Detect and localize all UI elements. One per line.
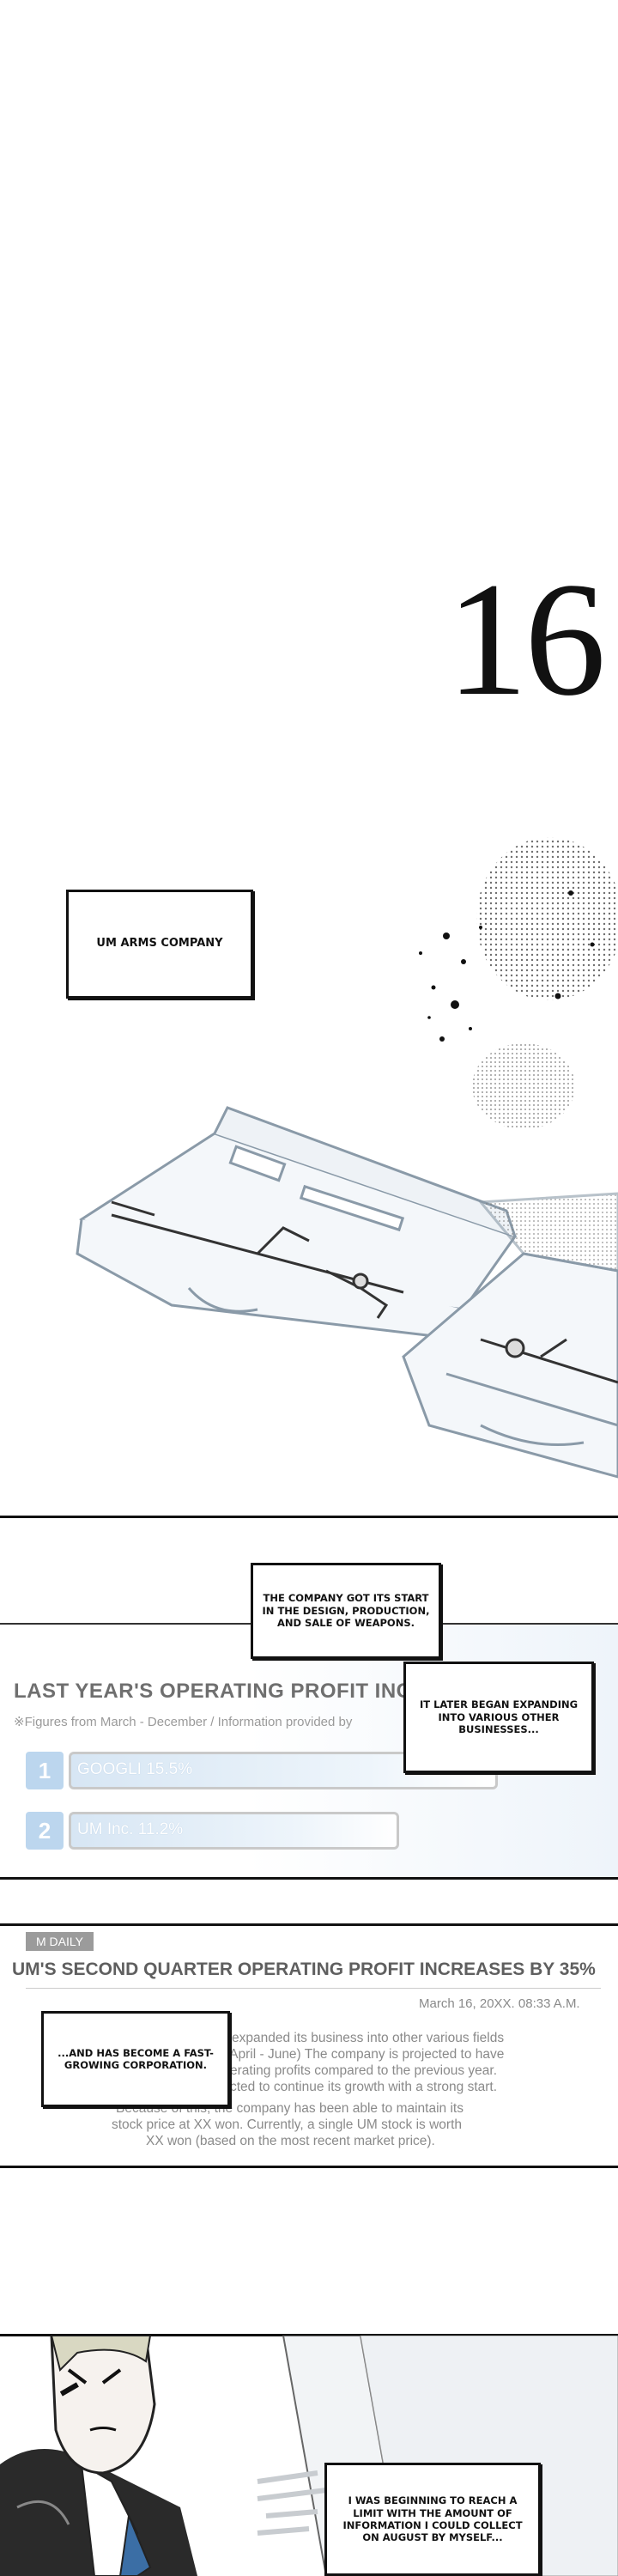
character-figure: [0, 2336, 197, 2576]
speech-caption-box: I WAS BEGINNING TO REACH A LIMIT WITH TH…: [324, 2463, 541, 2576]
rifle-case-left: [76, 1106, 518, 1341]
paper-text-lines: [257, 2470, 327, 2536]
news-body-line: stock price at XX won. Currently, a sing…: [112, 2117, 463, 2132]
report-subtitle: ※Figures from March - December / Informa…: [14, 1715, 353, 1729]
caption-box: UM ARMS COMPANY: [66, 890, 253, 999]
caption-box: THE COMPANY GOT ITS START IN THE DESIGN,…: [251, 1563, 441, 1659]
rank-number: 1: [26, 1752, 64, 1789]
panel-border: [0, 1923, 618, 1926]
news-headline: UM'S SECOND QUARTER OPERATING PROFIT INC…: [12, 1959, 596, 1979]
panel-border: [0, 1877, 618, 1880]
hair: [50, 2336, 152, 2372]
chapter-number: 16: [446, 550, 606, 730]
news-body-line: cted to continue its growth with a stron…: [230, 2080, 498, 2094]
ink-splatter: [476, 837, 618, 1000]
panel-border: [0, 2166, 618, 2168]
caption-box: IT LATER BEGAN EXPANDING INTO VARIOUS OT…: [403, 1662, 594, 1773]
news-body-line: expanded its business into other various…: [232, 2031, 505, 2045]
caption-text: IT LATER BEGAN EXPANDING INTO VARIOUS OT…: [419, 1698, 579, 1736]
caption-text: UM ARMS COMPANY: [96, 937, 223, 951]
caption-text: I WAS BEGINNING TO REACH A LIMIT WITH TH…: [342, 2494, 523, 2544]
news-date: March 16, 20XX. 08:33 A.M.: [419, 1996, 580, 2011]
ink-splatter: [472, 1043, 575, 1129]
news-divider: [26, 1988, 601, 1989]
necktie: [118, 2512, 152, 2576]
rifle-case-right: [402, 1192, 618, 1479]
rank-number: 2: [26, 1812, 64, 1850]
rank-bar: [69, 1812, 399, 1850]
rank-label: UM Inc. 11.2%: [77, 1820, 184, 1838]
news-source-badge: M DAILY: [26, 1932, 94, 1951]
news-body-line: erating profits compared to the previous…: [230, 2063, 498, 2078]
weapon-cases-illustration: [76, 837, 618, 1479]
scope-illustration: [480, 1338, 618, 1384]
caption-text: ...AND HAS BECOME A FAST-GROWING CORPORA…: [58, 2046, 214, 2071]
report-title: LAST YEAR'S OPERATING PROFIT INCREA: [14, 1680, 457, 1703]
panel-border: [0, 1516, 618, 1518]
rifle-illustration: [111, 1200, 404, 1319]
news-body-line: (April - June) The company is projected …: [225, 2047, 505, 2062]
rank-label: GOOGLI 15.5%: [77, 1760, 193, 1778]
caption-text: THE COMPANY GOT ITS START IN THE DESIGN,…: [262, 1592, 430, 1630]
caption-box: ...AND HAS BECOME A FAST-GROWING CORPORA…: [41, 2011, 230, 2107]
ranking-row: 2 UM Inc. 11.2%: [26, 1812, 399, 1850]
news-body-line: XX won (based on the most recent market …: [146, 2134, 435, 2148]
ink-spots: [419, 890, 595, 1042]
